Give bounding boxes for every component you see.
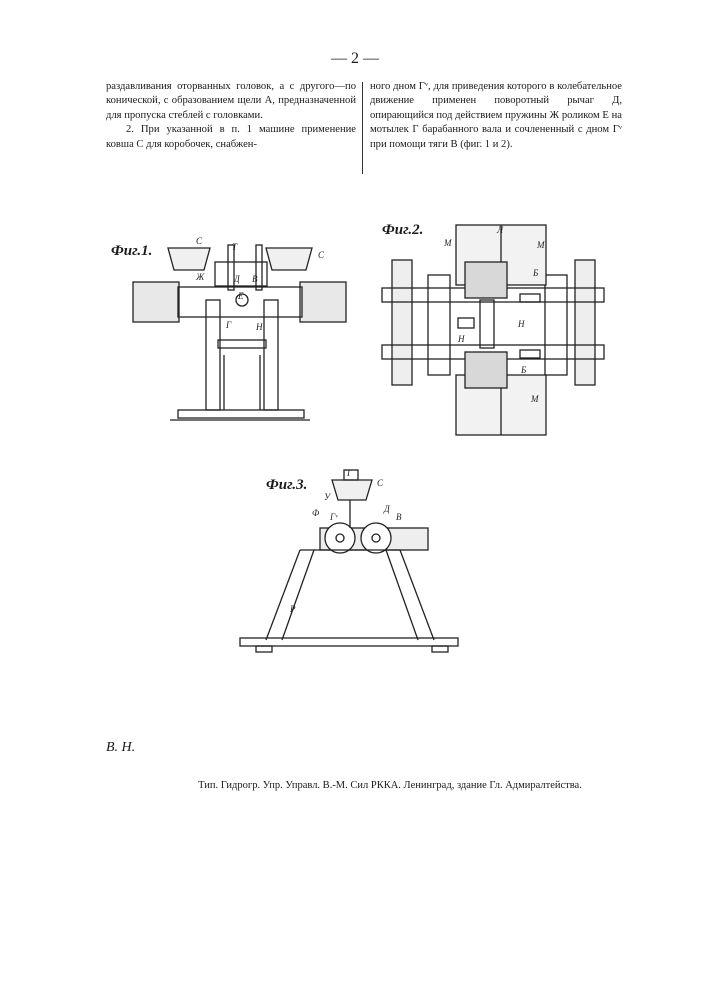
fig2-label-6: Б — [520, 365, 527, 375]
fig2-label-1: М — [443, 238, 452, 248]
fig2-label-0: Л — [496, 225, 504, 235]
figure-1-drawing — [133, 245, 346, 420]
fig1-label-7: Г — [225, 320, 232, 330]
initials: В. Н. — [106, 740, 135, 756]
fig3-label-5: Д — [383, 504, 391, 514]
figure-2-drawing — [382, 225, 604, 435]
fig1-label-5: В — [252, 274, 258, 284]
fig2-label-2: М — [536, 240, 545, 250]
figure-3-drawing — [240, 470, 458, 652]
fig1-label-8: Н — [255, 322, 263, 332]
fig3-label-4: Гᵛ — [329, 512, 338, 522]
fig2-label-7: М — [530, 394, 539, 404]
fig2-label-5: Н — [457, 334, 465, 344]
fig1-label-2: С — [318, 250, 325, 260]
fig3-label-3: Ф — [312, 508, 320, 518]
fig3-label-7: Р — [289, 604, 296, 614]
printer-footer: Тип. Гидрогр. Упр. Управл. В.-М. Сил РКК… — [180, 780, 600, 791]
fig1-label-3: Ж — [195, 272, 205, 282]
fig3-label-1: С — [377, 478, 384, 488]
fig3-label-6: В — [396, 512, 402, 522]
fig2-label-4: Н — [517, 319, 525, 329]
fig1-label-0: С — [196, 236, 203, 246]
fig1-label-6: Е — [237, 291, 244, 301]
fig2-label-3: Б — [532, 268, 539, 278]
fig3-label-2: У — [324, 492, 331, 502]
fig1-label-1: Т — [232, 242, 238, 252]
fig1-label-4: Д — [233, 274, 241, 284]
